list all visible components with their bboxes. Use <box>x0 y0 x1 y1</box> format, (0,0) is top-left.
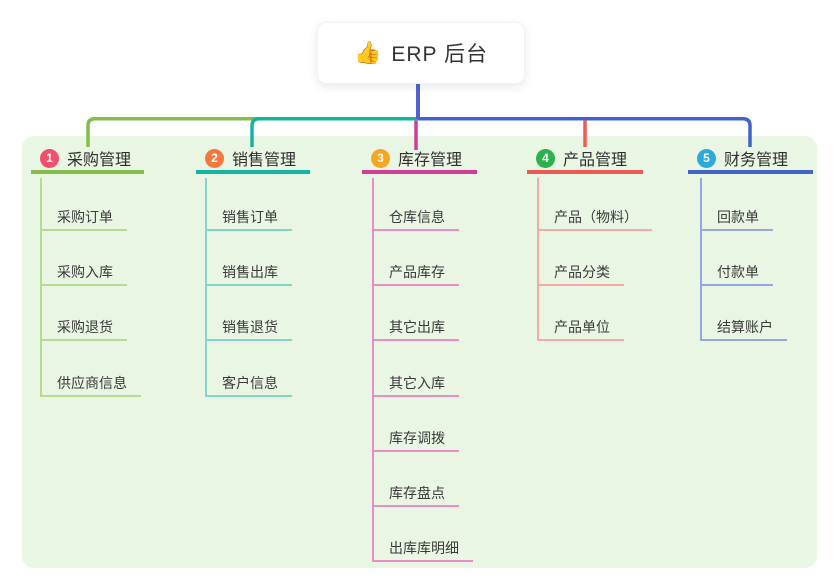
mindmap-panel <box>22 136 817 568</box>
child-node-label: 产品（物料） <box>554 209 638 225</box>
child-node[interactable]: 产品单位 <box>537 313 624 342</box>
child-node-label: 结算账户 <box>717 319 773 336</box>
root-node[interactable]: 👍 ERP 后台 <box>317 22 525 84</box>
child-node-label: 供应商信息 <box>57 374 127 391</box>
child-node-label: 销售退货 <box>222 319 278 336</box>
child-node[interactable]: 产品分类 <box>537 258 624 287</box>
branch-label: 产品管理 <box>563 152 628 169</box>
branch-badge-2: 2 <box>205 148 224 168</box>
branch-header-4[interactable]: 4 产品管理 <box>527 146 643 174</box>
child-node-label: 产品分类 <box>554 264 610 281</box>
child-node-label: 其它出库 <box>389 319 445 336</box>
root-node-label: ERP 后台 <box>391 43 489 66</box>
child-node-label: 回款单 <box>717 209 759 225</box>
child-node-label: 销售订单 <box>222 209 278 225</box>
child-node[interactable]: 销售出库 <box>205 258 292 287</box>
child-node-label: 其它入库 <box>389 374 445 391</box>
child-node[interactable]: 库存盘点 <box>372 479 459 507</box>
branch-label: 库存管理 <box>398 152 463 169</box>
branch-header-3[interactable]: 3 库存管理 <box>362 146 477 174</box>
child-node-label: 仓库信息 <box>389 209 445 225</box>
child-node-label: 产品单位 <box>554 319 610 336</box>
child-branch-line <box>700 178 702 342</box>
branch-label: 采购管理 <box>67 152 132 169</box>
child-node[interactable]: 出库库明细 <box>372 534 473 563</box>
child-node[interactable]: 销售订单 <box>205 203 292 231</box>
child-node[interactable]: 采购退货 <box>40 313 127 342</box>
child-node[interactable]: 库存调拨 <box>372 424 459 452</box>
child-node[interactable]: 供应商信息 <box>40 369 141 397</box>
child-node[interactable]: 结算账户 <box>700 313 787 342</box>
child-node-label: 付款单 <box>717 264 759 281</box>
child-node[interactable]: 付款单 <box>700 258 773 287</box>
child-node[interactable]: 产品库存 <box>372 258 459 287</box>
child-node[interactable]: 采购入库 <box>40 258 127 287</box>
branch-badge-4: 4 <box>536 148 555 168</box>
child-node[interactable]: 其它出库 <box>372 313 459 342</box>
child-node-label: 库存盘点 <box>389 485 445 501</box>
branch-badge-1: 1 <box>40 148 59 168</box>
child-node[interactable]: 仓库信息 <box>372 203 459 231</box>
child-node-label: 客户信息 <box>222 374 278 391</box>
child-node-label: 库存调拨 <box>389 429 445 446</box>
child-node-label: 产品库存 <box>389 264 445 281</box>
child-node-label: 采购订单 <box>57 209 113 225</box>
child-node[interactable]: 产品（物料） <box>537 203 652 231</box>
child-node-label: 销售出库 <box>222 264 278 281</box>
child-node-label: 采购入库 <box>57 264 113 281</box>
branch-header-1[interactable]: 1 采购管理 <box>31 146 144 174</box>
child-branch-line <box>40 178 42 397</box>
child-node-label: 出库库明细 <box>389 540 459 557</box>
branch-header-5[interactable]: 5 财务管理 <box>688 146 813 174</box>
branch-badge-5: 5 <box>697 148 716 168</box>
branch-label: 财务管理 <box>724 152 789 169</box>
child-node[interactable]: 回款单 <box>700 203 773 231</box>
child-branch-line <box>205 178 207 397</box>
child-branch-line <box>537 178 539 342</box>
child-node[interactable]: 其它入库 <box>372 369 459 397</box>
child-node[interactable]: 客户信息 <box>205 369 292 397</box>
child-node-label: 采购退货 <box>57 319 113 336</box>
branch-badge-3: 3 <box>371 148 390 168</box>
child-node[interactable]: 销售退货 <box>205 313 292 342</box>
branch-header-2[interactable]: 2 销售管理 <box>196 146 310 174</box>
child-branch-line <box>372 178 374 563</box>
thumbs-up-icon: 👍 <box>353 40 382 65</box>
branch-label: 销售管理 <box>232 152 297 169</box>
child-node[interactable]: 采购订单 <box>40 203 127 231</box>
